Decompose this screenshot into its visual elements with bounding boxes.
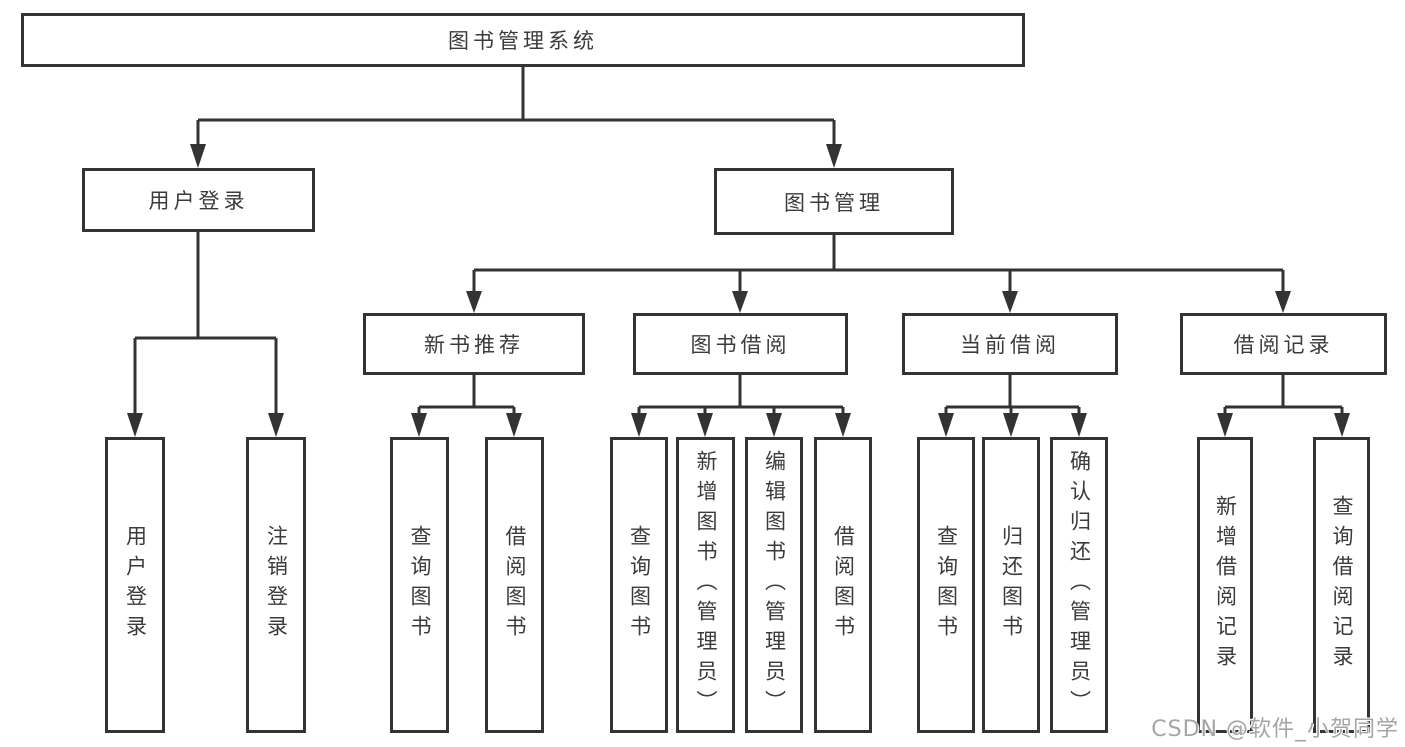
leaf-add-borrow-record: 新增借阅记录 (1197, 437, 1253, 733)
node-library-management-system: 图书管理系统 (21, 13, 1025, 67)
leaf-edit-book-admin: 编辑图书（管理员） (745, 437, 803, 733)
node-label: 编辑图书（管理员） (762, 450, 787, 720)
leaf-add-book-admin: 新增图书（管理员） (676, 437, 735, 733)
node-borrowing-records: 借阅记录 (1180, 313, 1387, 375)
leaf-user-login: 用户登录 (105, 437, 165, 733)
node-label: 用户登录 (123, 525, 148, 645)
leaf-logout: 注销登录 (246, 437, 306, 733)
node-label: 借阅图书 (831, 525, 856, 645)
node-label: 图书管理 (784, 190, 884, 215)
leaf-query-books-current: 查询图书 (917, 437, 975, 733)
leaf-query-books-borrowing: 查询图书 (610, 437, 668, 733)
node-user-login: 用户登录 (82, 168, 315, 232)
node-label: 新增图书（管理员） (694, 450, 718, 720)
node-label: 图书管理系统 (448, 29, 598, 53)
leaf-query-books-recommend: 查询图书 (390, 437, 449, 733)
node-current-borrowing: 当前借阅 (902, 313, 1118, 375)
node-label: 归还图书 (999, 525, 1024, 645)
node-book-management: 图书管理 (714, 168, 954, 235)
node-label: 注销登录 (264, 525, 289, 645)
leaf-query-borrow-record: 查询借阅记录 (1313, 437, 1370, 733)
watermark: CSDN @软件_小贺同学 (1151, 717, 1399, 742)
node-label: 查询借阅记录 (1330, 495, 1354, 675)
leaf-return-books: 归还图书 (982, 437, 1040, 733)
node-label: 确认归还（管理员） (1067, 450, 1092, 720)
node-label: 用户登录 (148, 189, 249, 213)
node-label: 新书推荐 (424, 333, 524, 357)
node-label: 查询图书 (627, 525, 652, 645)
node-label: 当前借阅 (960, 333, 1060, 357)
leaf-confirm-return-admin: 确认归还（管理员） (1050, 437, 1108, 733)
node-new-book-recommendation: 新书推荐 (363, 313, 585, 375)
node-label: 查询图书 (408, 525, 432, 645)
node-label: 借阅图书 (503, 525, 527, 645)
node-label: 借阅记录 (1233, 333, 1334, 357)
leaf-borrow-books-borrowing: 借阅图书 (814, 437, 872, 733)
node-book-borrowing: 图书借阅 (633, 313, 848, 375)
node-label: 新增借阅记录 (1213, 495, 1238, 675)
leaf-borrow-books-recommend: 借阅图书 (485, 437, 544, 733)
node-label: 图书借阅 (690, 333, 791, 357)
node-label: 查询图书 (934, 525, 959, 645)
